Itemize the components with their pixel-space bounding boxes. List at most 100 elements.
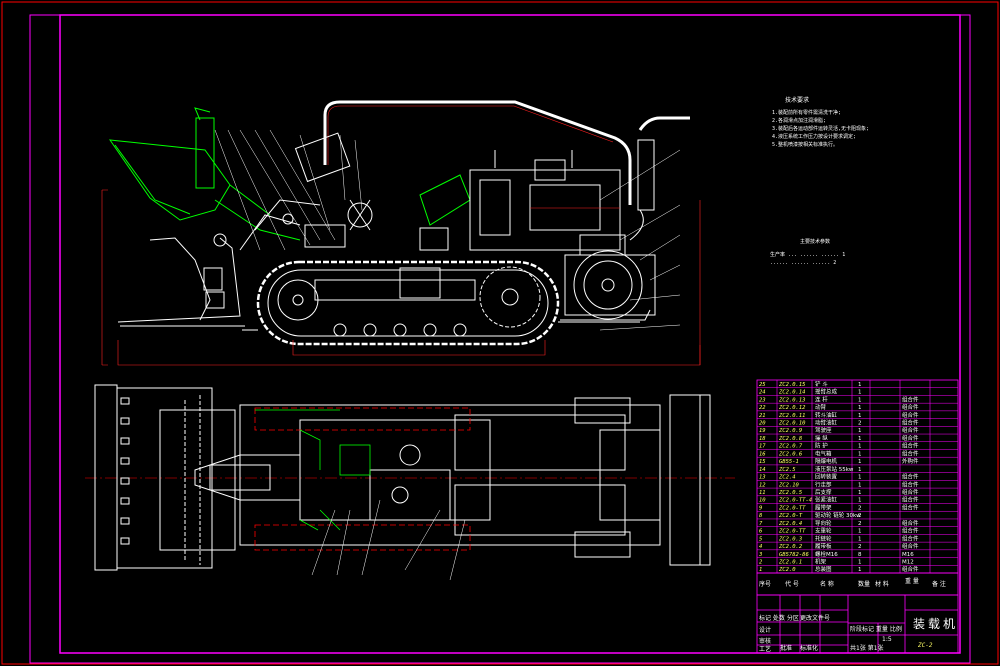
header-code: 代 号 xyxy=(785,580,799,588)
part-no: 15 xyxy=(759,459,766,465)
part-qty: 1 xyxy=(858,467,862,473)
part-name: 行走部 xyxy=(815,480,832,488)
drawing-number: ZC-2 xyxy=(917,642,933,649)
part-no: 3 xyxy=(758,552,762,558)
part-note: 组合件 xyxy=(902,534,919,542)
part-qty: 1 xyxy=(858,390,862,396)
inner-frame xyxy=(59,14,961,654)
part-no: 17 xyxy=(759,444,766,450)
part-qty: 1 xyxy=(858,490,862,496)
part-qty: 1 xyxy=(858,397,862,403)
top-bucket xyxy=(94,384,118,571)
raised-bucket xyxy=(108,107,471,241)
part-qty: 1 xyxy=(858,405,862,411)
part-no: 4 xyxy=(759,544,762,550)
part-name: 机架 xyxy=(815,557,827,565)
part-no: 24 xyxy=(759,390,766,396)
part-no: 7 xyxy=(759,521,763,527)
part-no: 9 xyxy=(759,505,762,511)
lowered-bucket xyxy=(117,199,321,327)
part-no: 21 xyxy=(759,413,766,419)
title-block-marks: 标记 处数 分区 xyxy=(759,614,799,622)
part-qty: 1 xyxy=(858,413,862,419)
tech-req-line: 1.装配前所有零件需清洗干净; xyxy=(772,109,841,116)
part-code: ZC2.0-TT xyxy=(778,529,806,535)
part-code: GB5782-86 xyxy=(779,552,809,558)
part-qty: 1 xyxy=(858,382,862,388)
part-name: 总装图 xyxy=(815,565,832,573)
spec-line: 生产率 ... ...... ...... 1 xyxy=(770,251,845,258)
part-name: 回转装置 xyxy=(815,473,838,481)
drive-wheel xyxy=(573,250,643,320)
part-name: 螺栓M16 xyxy=(815,550,838,558)
part-code: ZC2.0.1 xyxy=(778,559,802,565)
scale-value: 1:5 xyxy=(882,636,892,643)
part-qty: 2 xyxy=(858,521,862,527)
top-view xyxy=(85,384,735,581)
part-name: 履带板 xyxy=(815,542,832,550)
part-code: GB55-1 xyxy=(779,459,799,465)
part-name: 摇臂总成 xyxy=(815,388,838,396)
spec-line: ...... ...... ...... 2 xyxy=(770,260,836,266)
header-note: 备 注 xyxy=(932,580,946,588)
part-code: ZC2.0-TT xyxy=(778,505,806,511)
part-note: 组合件 xyxy=(902,442,919,450)
part-qty: 1 xyxy=(858,436,862,442)
part-code: ZC2.5 xyxy=(778,467,796,473)
part-code: ZC2.0.2 xyxy=(778,544,803,550)
part-name: 连 杆 xyxy=(815,395,828,403)
part-code: ZC2.0.9 xyxy=(778,428,802,434)
part-qty: 1 xyxy=(858,498,862,504)
part-code: ZC2.0-TT-4 xyxy=(778,498,812,504)
part-no: 18 xyxy=(759,436,766,442)
part-code: ZC2.0.3 xyxy=(778,536,802,542)
title-block-design: 设计 xyxy=(759,626,771,634)
part-name: 导向轮 xyxy=(815,519,832,527)
part-no: 25 xyxy=(759,382,766,388)
part-name: 隔爆电机 xyxy=(815,457,838,465)
part-name: 电气箱 xyxy=(815,449,832,457)
side-view xyxy=(101,100,701,366)
tech-req-line: 4.液压系统工作压力按设计要求调定; xyxy=(772,133,856,140)
part-code: ZC2.0.6 xyxy=(778,451,803,457)
part-no: 22 xyxy=(759,405,766,411)
part-note: M16 xyxy=(902,552,914,558)
part-qty: 1 xyxy=(858,451,862,457)
part-code: ZC2.0.11 xyxy=(778,413,806,419)
part-code: ZC2.0 xyxy=(778,567,796,573)
track-chain xyxy=(256,260,560,346)
title-block-stage: 阶段标记 重量 比例 xyxy=(850,625,902,633)
part-no: 10 xyxy=(759,498,766,504)
part-qty: 1 xyxy=(858,475,862,481)
part-code: ZC2.4 xyxy=(778,475,796,481)
part-qty: 1 xyxy=(858,444,862,450)
hydraulic-pipe xyxy=(323,100,632,205)
part-note: 组合件 xyxy=(902,403,919,411)
part-no: 14 xyxy=(759,467,766,473)
part-name: 托链轮 xyxy=(815,534,832,542)
part-code: ZC2.0.10 xyxy=(778,421,806,427)
part-no: 12 xyxy=(759,482,766,488)
tech-requirements: 技术要求 1.装配前所有零件需清洗干净; 2.各润滑点加注润滑脂; 3.装配后各… xyxy=(772,96,869,148)
part-qty: 2 xyxy=(858,544,862,550)
tech-requirements-heading: 技术要求 xyxy=(785,96,809,104)
part-note: 组合件 xyxy=(902,411,919,419)
title-block-approve: 批准 xyxy=(780,644,792,652)
part-note: 组合件 xyxy=(902,480,919,488)
part-code: ZC2.0.14 xyxy=(778,390,806,396)
part-qty: 2 xyxy=(858,505,862,511)
part-code: ZC2.0.5 xyxy=(778,490,802,496)
part-no: 20 xyxy=(759,421,766,427)
part-note: 组合件 xyxy=(902,426,919,434)
part-note: 组合件 xyxy=(902,473,919,481)
part-note: 组合件 xyxy=(902,434,919,442)
part-no: 6 xyxy=(759,529,763,535)
part-qty: 1 xyxy=(858,482,862,488)
header-material: 材 料 xyxy=(875,580,889,588)
part-no: 13 xyxy=(759,475,766,481)
part-note: 组合件 xyxy=(902,503,919,511)
part-name: 后支撑 xyxy=(815,488,832,496)
part-code: ZC2.0.12 xyxy=(778,405,806,411)
track-rollers xyxy=(277,266,541,337)
